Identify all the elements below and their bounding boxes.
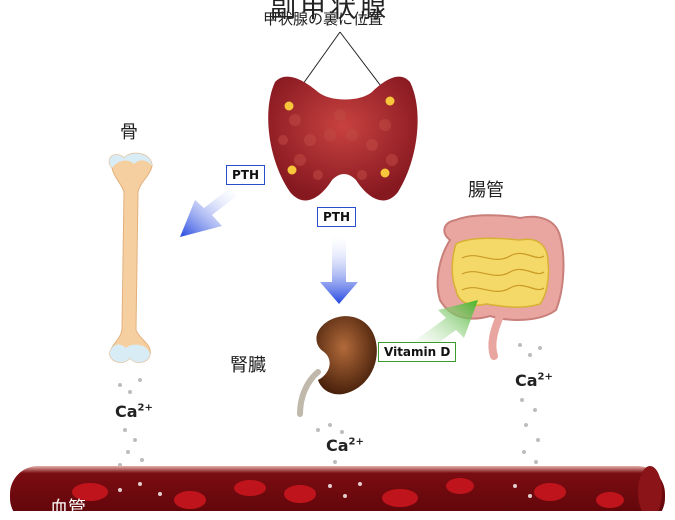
thyroid-gland — [268, 76, 418, 201]
calcium-label-kidney: Ca2+ — [326, 436, 364, 455]
calcium-label-intestine: Ca2+ — [515, 371, 553, 390]
pth-arrow-to-bone — [180, 188, 238, 237]
bone — [108, 152, 153, 363]
pth-arrow-to-kidney — [320, 235, 358, 304]
parathyroid-dots — [284, 96, 395, 178]
blood-vessel — [10, 466, 665, 520]
kidney — [297, 316, 377, 417]
bone-label: 骨 — [120, 122, 138, 143]
diagram-subtitle: 甲状腺の裏に位置 — [263, 10, 384, 28]
vitamin-d-label: Vitamin D — [378, 342, 457, 362]
pth-label-bone: PTH — [226, 165, 266, 185]
diagram-title: 副甲状腺 — [270, 0, 391, 24]
blood-vessel-label: 血管 — [50, 498, 86, 519]
pth-label-kidney: PTH — [317, 207, 357, 227]
kidney-label: 腎臓 — [230, 355, 266, 376]
calcium-label-bone: Ca2+ — [115, 402, 153, 421]
intestine-label: 腸管 — [468, 180, 504, 201]
intestine — [436, 214, 565, 360]
